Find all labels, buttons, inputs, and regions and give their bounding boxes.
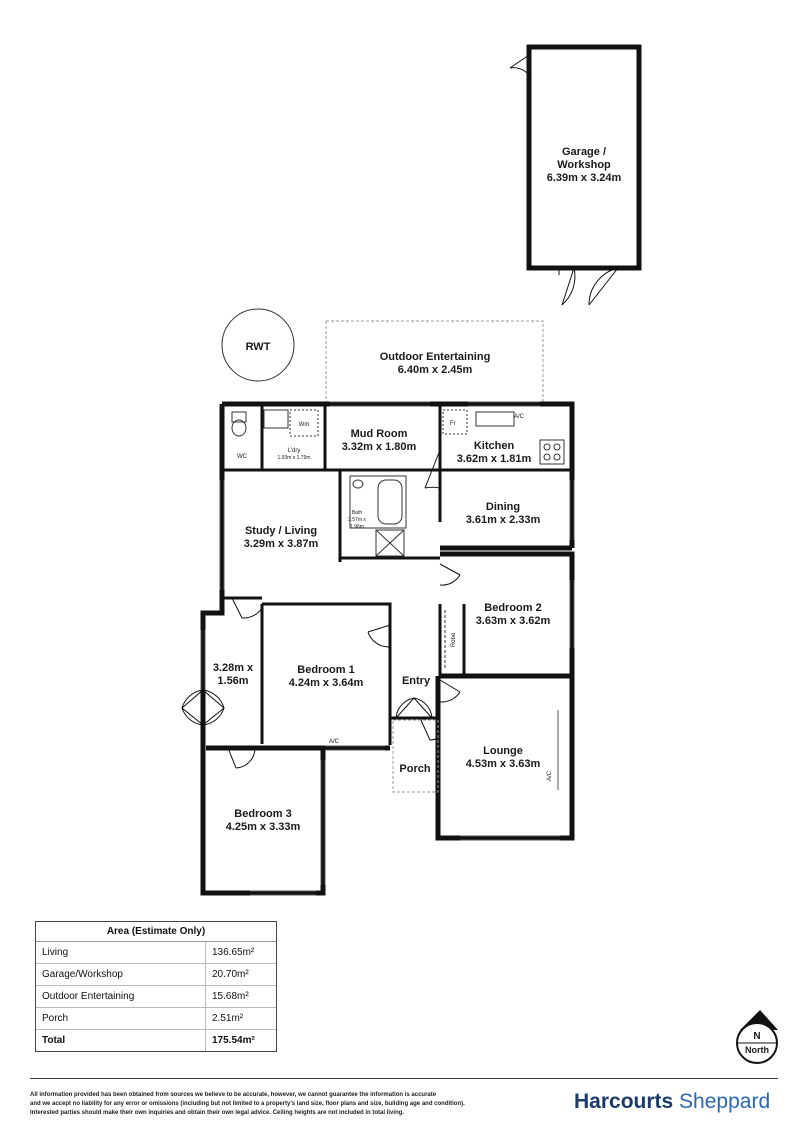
- bath-dims-2: 1.96m: [350, 524, 364, 530]
- area-row-value: 15.68m²: [212, 991, 249, 1002]
- bedroom3-name: Bedroom 3: [234, 808, 291, 820]
- bedroom2-dims: 3.63m x 3.62m: [476, 615, 551, 627]
- area-row-name: Porch: [36, 1008, 206, 1029]
- porch-name: Porch: [399, 763, 430, 775]
- area-row-garage: Garage/Workshop 20.70m²: [36, 964, 276, 986]
- area-row-living: Living 136.65m²: [36, 942, 276, 964]
- outdoor-name: Outdoor Entertaining: [380, 351, 491, 363]
- study-name: Study / Living: [245, 525, 317, 537]
- area-row-value: 2.51m²: [212, 1013, 244, 1024]
- wm-label: Wm: [299, 422, 310, 428]
- disclaimer: All information provided has been obtain…: [30, 1091, 570, 1118]
- windows: [200, 401, 575, 896]
- garage-name: Garage /: [562, 146, 606, 158]
- bedroom3-dims: 4.25m x 3.33m: [226, 821, 301, 833]
- area-row-porch: Porch 2.51m²: [36, 1008, 276, 1030]
- robe-label: Robe: [451, 632, 457, 647]
- area-row-outdoor: Outdoor Entertaining 15.68m²: [36, 986, 276, 1008]
- bedroom2-name: Bedroom 2: [484, 602, 541, 614]
- area-row-name: Living: [36, 942, 206, 963]
- area-table-title: Area (Estimate Only): [36, 922, 276, 942]
- hall-dims-2: 1.56m: [217, 675, 248, 687]
- bath-name: Bath: [352, 510, 363, 516]
- bath-dims-1: 2.57m x: [348, 517, 366, 523]
- kitchen-dims: 3.62m x 1.81m: [457, 453, 532, 465]
- disclaimer-line: and we accept no liability for any error…: [30, 1101, 465, 1107]
- bedroom1-name: Bedroom 1: [297, 664, 354, 676]
- outdoor-dims: 6.40m x 2.45m: [398, 364, 473, 376]
- brand-sub: Sheppard: [679, 1090, 771, 1113]
- fridge-label: Fr: [450, 421, 456, 427]
- area-table: Area (Estimate Only) Living 136.65m² Gar…: [35, 921, 277, 1052]
- bedroom1-ac-label: A/C: [329, 739, 340, 745]
- door-swings: [181, 449, 461, 769]
- kitchen-ac-label: A/C: [514, 414, 525, 420]
- brand-logo: Harcourts Sheppard: [574, 1090, 770, 1114]
- area-row-name: Garage/Workshop: [36, 964, 206, 985]
- disclaimer-line: Interested parties should make their own…: [30, 1110, 405, 1116]
- bedroom1-dims: 4.24m x 3.64m: [289, 677, 364, 689]
- area-row-total: Total 175.54m²: [36, 1030, 276, 1051]
- area-row-name: Total: [36, 1030, 206, 1051]
- laundry-name: L'dry: [288, 448, 301, 454]
- disclaimer-line: All information provided has been obtain…: [30, 1092, 437, 1098]
- floor-plan: Garage / Workshop 6.39m x 3.24m RWT Outd…: [181, 44, 778, 1064]
- compass-label: North: [745, 1045, 769, 1055]
- mud-room-dims: 3.32m x 1.80m: [342, 441, 417, 453]
- dining-dims: 3.61m x 2.33m: [466, 514, 541, 526]
- area-row-name: Outdoor Entertaining: [36, 986, 206, 1007]
- wc-label: WC: [237, 454, 248, 460]
- lounge-ac-label: A/C: [547, 770, 553, 781]
- rwt-label: RWT: [246, 341, 271, 353]
- lounge-dims: 4.53m x 3.63m: [466, 758, 541, 770]
- compass-letter: N: [753, 1031, 760, 1042]
- garage-name-2: Workshop: [557, 159, 611, 171]
- entry-name: Entry: [402, 675, 431, 687]
- fixtures: [231, 409, 565, 670]
- internal-walls: [222, 404, 572, 745]
- dining-name: Dining: [486, 501, 520, 513]
- area-row-value: 20.70m²: [212, 969, 249, 980]
- garage: [509, 44, 642, 306]
- porch-area: [392, 719, 439, 793]
- lounge-name: Lounge: [483, 745, 523, 757]
- laundry-dims: 1.93m x 1.79m: [277, 455, 310, 461]
- hall-dims-1: 3.28m x: [213, 662, 254, 674]
- area-row-value: 136.65m²: [212, 947, 255, 958]
- brand-main: Harcourts: [574, 1090, 674, 1113]
- mud-room-name: Mud Room: [351, 428, 408, 440]
- compass-north-icon: N North: [736, 1010, 778, 1064]
- kitchen-name: Kitchen: [474, 440, 515, 452]
- rainwater-tank: [221, 308, 295, 382]
- garage-dims: 6.39m x 3.24m: [547, 172, 622, 184]
- footer-divider: [30, 1078, 778, 1079]
- study-dims: 3.29m x 3.87m: [244, 538, 319, 550]
- area-row-value: 175.54m²: [212, 1035, 255, 1046]
